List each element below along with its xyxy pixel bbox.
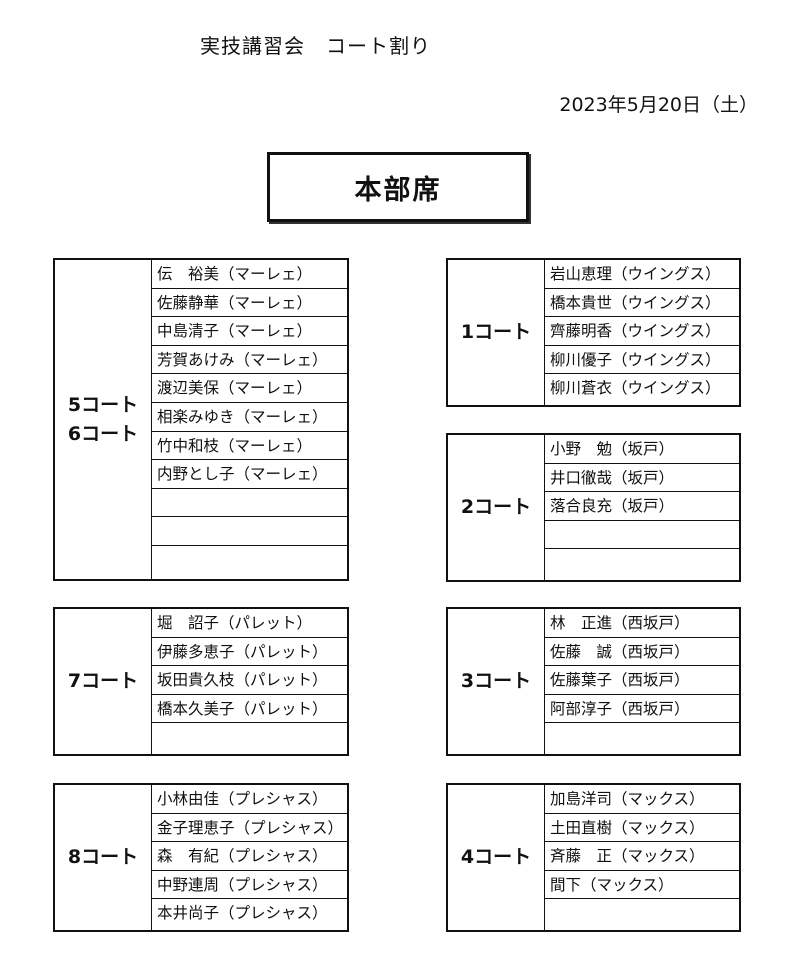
roster-row xyxy=(152,517,347,546)
court-label: 7コート xyxy=(55,609,152,754)
roster-row: 芳賀あけみ（マーレェ） xyxy=(152,346,347,375)
court-roster: 小野 勉（坂戸） 井口徹哉（坂戸） 落合良充（坂戸） xyxy=(545,435,739,580)
roster-row: 橋本久美子（パレット） xyxy=(152,695,347,724)
court-label-line: 5コート xyxy=(67,393,139,416)
roster-row: 佐藤静華（マーレェ） xyxy=(152,289,347,318)
roster-row xyxy=(152,723,347,752)
roster-row: 岩山恵理（ウイングス） xyxy=(545,260,739,289)
court-label-line: 4コート xyxy=(460,846,532,868)
headquarters-box: 本部席 xyxy=(267,152,529,222)
roster-row: 伊藤多恵子（パレット） xyxy=(152,638,347,667)
roster-row xyxy=(152,489,347,518)
roster-row: 中野連周（プレシャス） xyxy=(152,871,347,900)
roster-row: 間下（マックス） xyxy=(545,871,739,900)
court-block-5-6: 5コート 6コート 伝 裕美（マーレェ） 佐藤静華（マーレェ） 中島清子（マーレ… xyxy=(53,258,349,581)
roster-row: 坂田貴久枝（パレット） xyxy=(152,666,347,695)
court-roster: 堀 詔子（パレット） 伊藤多恵子（パレット） 坂田貴久枝（パレット） 橋本久美子… xyxy=(152,609,347,754)
court-roster: 加島洋司（マックス） 土田直樹（マックス） 斉藤 正（マックス） 間下（マックス… xyxy=(545,785,739,930)
roster-row: 林 正進（西坂戸） xyxy=(545,609,739,638)
court-label-line: 2コート xyxy=(460,496,532,518)
court-label: 2コート xyxy=(448,435,545,580)
roster-row: 内野とし子（マーレェ） xyxy=(152,460,347,489)
roster-row: 橋本貴世（ウイングス） xyxy=(545,289,739,318)
roster-row xyxy=(545,521,739,550)
event-date: 2023年5月20日（土） xyxy=(559,94,758,116)
court-label-line: 3コート xyxy=(460,670,532,692)
court-roster: 岩山恵理（ウイングス） 橋本貴世（ウイングス） 齊藤明香（ウイングス） 柳川優子… xyxy=(545,260,739,405)
roster-row: 堀 詔子（パレット） xyxy=(152,609,347,638)
court-block-4: 4コート 加島洋司（マックス） 土田直樹（マックス） 斉藤 正（マックス） 間下… xyxy=(446,783,741,932)
roster-row: 阿部淳子（西坂戸） xyxy=(545,695,739,724)
roster-row: 井口徹哉（坂戸） xyxy=(545,464,739,493)
court-label: 4コート xyxy=(448,785,545,930)
roster-row: 斉藤 正（マックス） xyxy=(545,842,739,871)
roster-row: 佐藤 誠（西坂戸） xyxy=(545,638,739,667)
roster-row: 伝 裕美（マーレェ） xyxy=(152,260,347,289)
court-label: 3コート xyxy=(448,609,545,754)
roster-row: 森 有紀（プレシャス） xyxy=(152,842,347,871)
court-block-1: 1コート 岩山恵理（ウイングス） 橋本貴世（ウイングス） 齊藤明香（ウイングス）… xyxy=(446,258,741,407)
court-block-3: 3コート 林 正進（西坂戸） 佐藤 誠（西坂戸） 佐藤葉子（西坂戸） 阿部淳子（… xyxy=(446,607,741,756)
court-label: 5コート 6コート xyxy=(55,260,152,579)
roster-row: 本井尚子（プレシャス） xyxy=(157,904,328,923)
roster-row xyxy=(545,899,739,928)
court-block-8: 8コート 小林由佳（プレシャス） 金子理恵子（プレシャス） 森 有紀（プレシャス… xyxy=(53,783,349,932)
roster-row xyxy=(545,723,739,752)
court-roster: 林 正進（西坂戸） 佐藤 誠（西坂戸） 佐藤葉子（西坂戸） 阿部淳子（西坂戸） xyxy=(545,609,739,754)
roster-row: 金子理恵子（プレシャス） xyxy=(152,814,347,843)
roster-row: 齊藤明香（ウイングス） xyxy=(545,317,739,346)
court-label: 1コート xyxy=(448,260,545,405)
court-label-line: 1コート xyxy=(460,321,532,343)
roster-row: 小林由佳（プレシャス） xyxy=(152,785,347,814)
court-label-line: 6コート xyxy=(67,422,139,445)
roster-row: 落合良充（坂戸） xyxy=(545,492,739,521)
court-label-line: 8コート xyxy=(67,846,139,868)
roster-row: 柳川蒼衣（ウイングス） xyxy=(550,379,721,398)
roster-row: 加島洋司（マックス） xyxy=(545,785,739,814)
roster-row: 佐藤葉子（西坂戸） xyxy=(545,666,739,695)
court-block-7: 7コート 堀 詔子（パレット） 伊藤多恵子（パレット） 坂田貴久枝（パレット） … xyxy=(53,607,349,756)
roster-row: 小野 勉（坂戸） xyxy=(545,435,739,464)
roster-row: 渡辺美保（マーレェ） xyxy=(152,374,347,403)
roster-row: 柳川優子（ウイングス） xyxy=(545,346,739,375)
roster-row: 土田直樹（マックス） xyxy=(545,814,739,843)
roster-row: 中島清子（マーレェ） xyxy=(152,317,347,346)
roster-row: 相楽みゆき（マーレェ） xyxy=(152,403,347,432)
court-block-2: 2コート 小野 勉（坂戸） 井口徹哉（坂戸） 落合良充（坂戸） xyxy=(446,433,741,582)
page-title: 実技講習会 コート割り xyxy=(200,34,431,58)
roster-row: 竹中和枝（マーレェ） xyxy=(152,432,347,461)
roster-row xyxy=(152,546,347,575)
court-label: 8コート xyxy=(55,785,152,930)
court-roster: 伝 裕美（マーレェ） 佐藤静華（マーレェ） 中島清子（マーレェ） 芳賀あけみ（マ… xyxy=(152,260,347,579)
court-label-line: 7コート xyxy=(67,670,139,692)
roster-row xyxy=(545,549,739,578)
court-roster: 小林由佳（プレシャス） 金子理恵子（プレシャス） 森 有紀（プレシャス） 中野連… xyxy=(152,785,347,930)
